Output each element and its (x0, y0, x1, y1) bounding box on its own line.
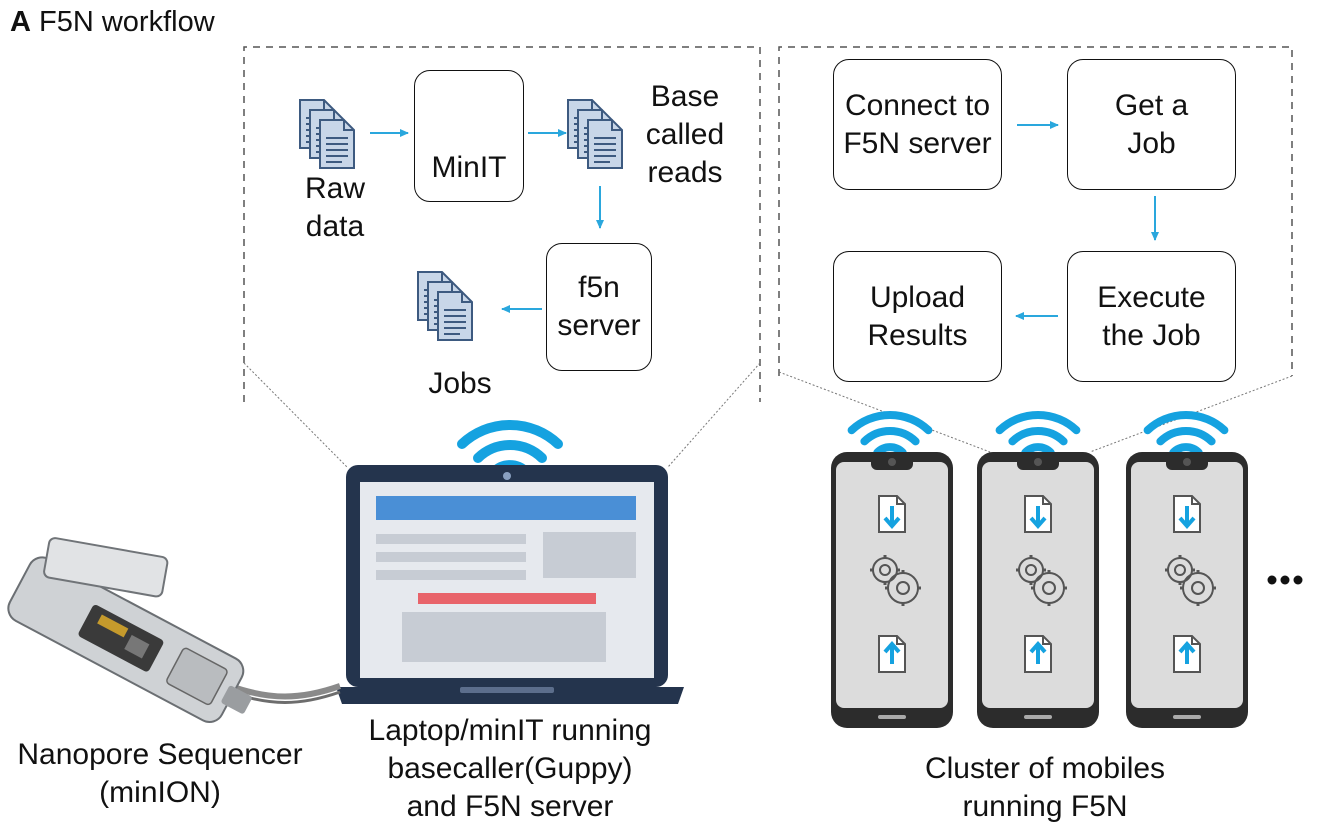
panel-title: A F5N workflow (10, 6, 215, 39)
f5n-server-line-1: f5n (578, 271, 620, 304)
sequencer-caption-line-2: (minION) (99, 776, 221, 809)
connect-line-2: F5N server (843, 126, 992, 160)
upload-box: Upload Results (833, 251, 1002, 382)
panel-letter: A (10, 6, 31, 38)
f5n-server-box: f5n server (546, 243, 652, 371)
mobiles-caption-line-1: Cluster of mobiles (924, 752, 1166, 785)
mobiles-caption: Cluster of mobiles running F5N (880, 750, 1210, 826)
get-job-box: Get a Job (1067, 59, 1236, 190)
laptop-wifi-icon (462, 425, 558, 472)
raw-data-docs-icon (300, 100, 354, 168)
sequencer-caption-line-1: Nanopore Sequencer (17, 738, 303, 771)
laptop-caption: Laptop/minIT running basecaller(Guppy) a… (340, 712, 680, 826)
server-panel (243, 46, 761, 402)
connect-box: Connect to F5N server (833, 59, 1002, 190)
upload-line-2: Results (867, 318, 968, 352)
connect-line-1: Connect to (844, 88, 991, 122)
jobs-label: Jobs (428, 367, 492, 400)
phone-1-illustration (831, 415, 953, 728)
get-job-line-2: Job (1127, 126, 1176, 160)
laptop-caption-line-2: basecaller(Guppy) (387, 752, 633, 785)
laptop-caption-line-3: and F5N server (406, 790, 614, 823)
get-job-line-1: Get a (1114, 88, 1189, 122)
laptop-caption-line-1: Laptop/minIT running (368, 714, 652, 747)
minit-label: MinIT (431, 151, 507, 184)
basecalled-line-1: Base (650, 80, 720, 113)
execute-box: Execute the Job (1067, 251, 1236, 382)
execute-line-2: the Job (1102, 318, 1201, 352)
jobs-docs-icon (418, 272, 472, 340)
upload-line-1: Upload (869, 280, 966, 314)
sequencer-illustration (7, 537, 341, 724)
minit-box: MinIT (414, 70, 524, 202)
mobile-panel (778, 46, 1293, 376)
mobiles-caption-line-2: running F5N (962, 790, 1128, 823)
execute-line-1: Execute (1097, 280, 1206, 314)
phone-2-illustration (977, 415, 1099, 728)
basecalled-line-2: called (645, 118, 725, 151)
laptop-illustration (336, 425, 684, 704)
basecalled-reads-label: Base called reads (640, 78, 730, 192)
basecalled-docs-icon (568, 100, 622, 168)
more-ellipsis-icon (1267, 575, 1303, 585)
raw-data-label: Raw data (304, 172, 365, 243)
panel-title-text: F5N workflow (39, 6, 215, 38)
basecalled-line-3: reads (647, 156, 723, 189)
sequencer-caption: Nanopore Sequencer (minION) (10, 736, 310, 812)
f5n-server-line-2: server (557, 309, 641, 342)
phone-3-illustration (1126, 415, 1248, 728)
